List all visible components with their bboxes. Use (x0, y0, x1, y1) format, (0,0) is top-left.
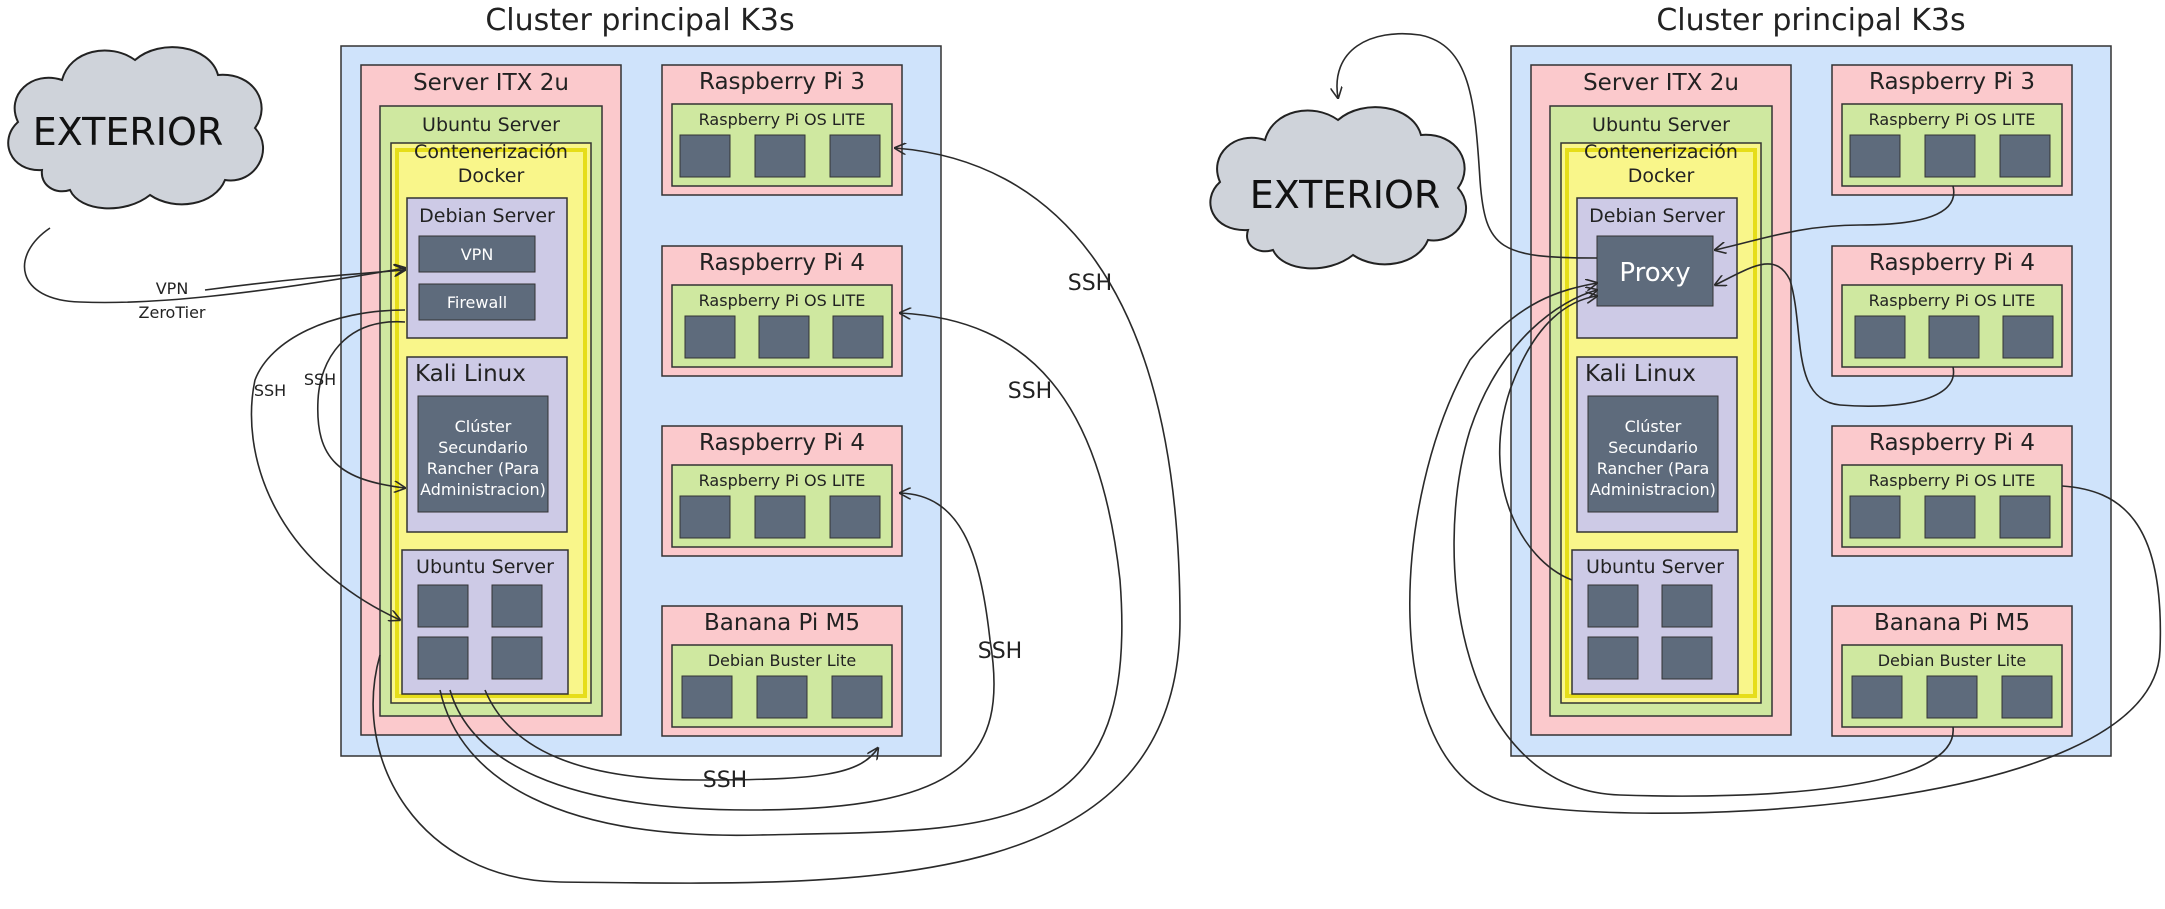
svg-text:Debian Buster Lite: Debian Buster Lite (708, 651, 857, 670)
node-rpi4-b: Raspberry Pi 4 Raspberry Pi OS LITE (661, 425, 903, 557)
svg-text:Rancher (Para: Rancher (Para (1597, 459, 1710, 478)
node-rpi4-a: Raspberry Pi 4 Raspberry Pi OS LITE (1831, 245, 2073, 377)
ssh-label-2: SSH (1008, 379, 1052, 404)
exterior-cloud: EXTERIOR (7, 46, 265, 210)
docker-label-2: Docker (1628, 165, 1695, 187)
debian-title: Debian Server (419, 205, 555, 227)
svg-text:Secundario: Secundario (438, 438, 528, 457)
svg-text:Debian Buster Lite: Debian Buster Lite (1878, 651, 2027, 670)
svg-text:Raspberry Pi OS LITE: Raspberry Pi OS LITE (1869, 110, 2036, 129)
svg-text:Raspberry Pi OS LITE: Raspberry Pi OS LITE (1869, 471, 2036, 490)
svg-text:Raspberry Pi 3: Raspberry Pi 3 (1869, 69, 2035, 95)
svg-text:Raspberry Pi 4: Raspberry Pi 4 (699, 430, 865, 456)
svg-text:Raspberry Pi OS LITE: Raspberry Pi OS LITE (699, 110, 866, 129)
server-title: Server ITX 2u (1583, 70, 1739, 96)
firewall-box: Firewall (447, 293, 507, 312)
cluster-title: Cluster principal K3s (1656, 3, 1965, 38)
svg-text:Banana Pi M5: Banana Pi M5 (1874, 610, 2030, 636)
kali-title: Kali Linux (1585, 361, 1696, 387)
vpn-box: VPN (461, 245, 494, 264)
svg-text:Raspberry Pi 4: Raspberry Pi 4 (1869, 430, 2035, 456)
debian-title: Debian Server (1589, 205, 1725, 227)
proxy-box: Proxy (1619, 258, 1690, 288)
cluster-title: Cluster principal K3s (485, 3, 794, 38)
node-rpi3: Raspberry Pi 3 Raspberry Pi OS LITE (1831, 64, 2073, 196)
svg-text:Banana Pi M5: Banana Pi M5 (704, 610, 860, 636)
svg-text:Raspberry Pi 3: Raspberry Pi 3 (699, 69, 865, 95)
ssh-label-3: SSH (978, 639, 1022, 664)
ssh-small-1: SSH (254, 381, 286, 400)
kali-title: Kali Linux (415, 361, 526, 387)
exterior-label: EXTERIOR (33, 110, 224, 154)
ubuntu-title: Ubuntu Server (1586, 556, 1724, 578)
docker-label-1: Contenerización (414, 141, 568, 163)
docker-label-1: Contenerización (1584, 141, 1738, 163)
node-rpi4-a: Raspberry Pi 4 Raspberry Pi OS LITE (661, 245, 903, 377)
node-banana: Banana Pi M5 Debian Buster Lite (661, 605, 903, 737)
server-os: Ubuntu Server (422, 114, 560, 136)
svg-text:Administracion): Administracion) (420, 480, 546, 499)
node-rpi3: Raspberry Pi 3 Raspberry Pi OS LITE (661, 64, 903, 196)
svg-text:Clúster: Clúster (455, 417, 512, 436)
ssh-small-2: SSH (304, 370, 336, 389)
svg-text:Rancher (Para: Rancher (Para (427, 459, 540, 478)
svg-text:Secundario: Secundario (1608, 438, 1698, 457)
vpn-label: VPN (156, 279, 189, 298)
node-banana: Banana Pi M5 Debian Buster Lite (1831, 605, 2073, 737)
server-os: Ubuntu Server (1592, 114, 1730, 136)
node-rpi4-b: Raspberry Pi 4 Raspberry Pi OS LITE (1831, 425, 2073, 557)
ssh-label-1: SSH (1068, 271, 1112, 296)
server-title: Server ITX 2u (413, 70, 569, 96)
svg-text:Raspberry Pi OS LITE: Raspberry Pi OS LITE (699, 291, 866, 310)
diagram-left: Cluster principal K3s EXTERIOR Server IT… (7, 3, 1181, 884)
connectors-right (1337, 33, 2162, 814)
exterior-cloud: EXTERIOR (1209, 106, 1468, 270)
ubuntu-title: Ubuntu Server (416, 556, 554, 578)
svg-text:Raspberry Pi OS LITE: Raspberry Pi OS LITE (1869, 291, 2036, 310)
ssh-label-4: SSH (703, 768, 747, 793)
svg-text:Administracion): Administracion) (1590, 480, 1716, 499)
svg-text:Raspberry Pi 4: Raspberry Pi 4 (699, 250, 865, 276)
diagram-right: Cluster principal K3s EXTERIOR Server IT… (1209, 3, 2162, 814)
connectors-left: VPN ZeroTier SSH SSH SSH SSH SSH SSH (23, 148, 1181, 884)
zerotier-label: ZeroTier (139, 303, 206, 322)
exterior-label: EXTERIOR (1250, 173, 1441, 217)
svg-text:Raspberry Pi OS LITE: Raspberry Pi OS LITE (699, 471, 866, 490)
docker-label-2: Docker (458, 165, 525, 187)
server-itx: Server ITX 2u Ubuntu Server Contenerizac… (1530, 64, 1792, 736)
svg-text:Raspberry Pi 4: Raspberry Pi 4 (1869, 250, 2035, 276)
svg-text:Clúster: Clúster (1625, 417, 1682, 436)
server-itx: Server ITX 2u Ubuntu Server Contenerizac… (360, 64, 622, 736)
